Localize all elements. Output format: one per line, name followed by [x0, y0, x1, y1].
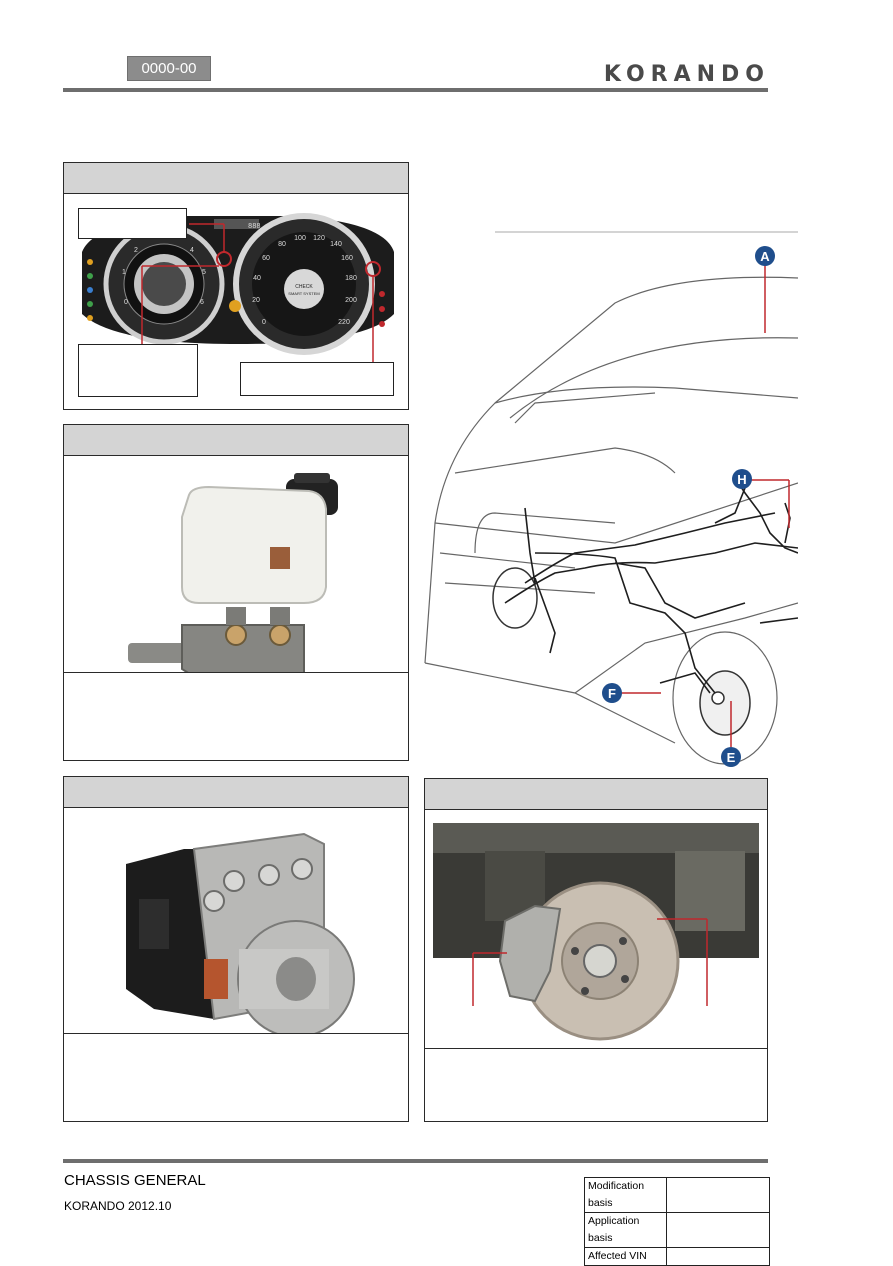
speed-tick: 60 [262, 255, 270, 262]
cluster-left-tick: 5 [202, 269, 206, 276]
table-key-modification-basis: Modification basis [584, 1177, 667, 1213]
table-value-modification-basis [666, 1177, 770, 1213]
footer-rule [63, 1159, 768, 1163]
cluster-left-tick: 1 [122, 269, 126, 276]
speed-tick: 220 [338, 319, 350, 326]
footer-section-title: CHASSIS GENERAL [64, 1172, 206, 1189]
speed-tick: 140 [330, 241, 342, 248]
front-brake-caption-area [425, 1048, 767, 1121]
korando-logo: KORANDO [603, 62, 770, 87]
cluster-left-tick: 2 [134, 247, 138, 254]
brake-system-layout-diagram: A H F E [424, 231, 798, 767]
header-rule [63, 88, 768, 92]
cluster-panel: 3 0 1 2 4 5 6 0 20 40 60 80 100 120 140 … [63, 162, 409, 410]
cluster-left-tick: 0 [124, 299, 128, 306]
marker-h: H [737, 472, 746, 487]
master-cylinder-panel-header [64, 425, 408, 456]
table-row: Application basis [584, 1212, 770, 1248]
odometer-readout: 888 [248, 223, 261, 231]
marker-e: E [727, 750, 736, 765]
abs-hydraulic-unit-image [126, 832, 355, 1034]
table-value-application-basis [666, 1212, 770, 1248]
front-brake-panel [424, 778, 768, 1122]
cluster-check-text: CHECK [295, 284, 313, 290]
cluster-left-tick: 6 [200, 299, 204, 306]
master-cylinder-caption-area [64, 672, 408, 760]
table-row: Modification basis [584, 1177, 770, 1213]
modification-info-table: Modification basis Application basis Aff… [584, 1177, 770, 1266]
master-cylinder-panel [63, 424, 409, 761]
speed-tick: 200 [345, 297, 357, 304]
instrument-cluster-image: 3 0 1 2 4 5 6 0 20 40 60 80 100 120 140 … [82, 213, 394, 362]
page-code-badge: 0000-00 [127, 56, 211, 81]
callout-label-box [240, 362, 394, 396]
speed-tick: 80 [278, 241, 286, 248]
abs-unit-panel [63, 776, 409, 1122]
table-key-application-basis: Application basis [584, 1212, 667, 1248]
master-cylinder-image [128, 473, 338, 672]
front-brake-disc-image [433, 823, 759, 1041]
callout-label-box [78, 208, 187, 239]
cluster-smart-system-text: SMART SYSTEM [288, 291, 319, 296]
abs-unit-caption-area [64, 1033, 408, 1121]
speed-tick: 40 [253, 275, 261, 282]
speed-tick: 120 [313, 235, 325, 242]
speed-tick: 100 [294, 235, 306, 242]
speed-tick: 180 [345, 275, 357, 282]
speed-tick: 0 [262, 319, 266, 326]
cluster-left-tick: 4 [190, 247, 194, 254]
callout-label-box [78, 344, 198, 397]
marker-f: F [608, 686, 616, 701]
cluster-panel-header [64, 163, 408, 194]
front-brake-panel-header [425, 779, 767, 810]
abs-unit-panel-header [64, 777, 408, 808]
footer-model-date: KORANDO 2012.10 [64, 1199, 172, 1213]
speed-tick: 160 [341, 255, 353, 262]
marker-a: A [760, 249, 770, 264]
speed-tick: 20 [252, 297, 260, 304]
